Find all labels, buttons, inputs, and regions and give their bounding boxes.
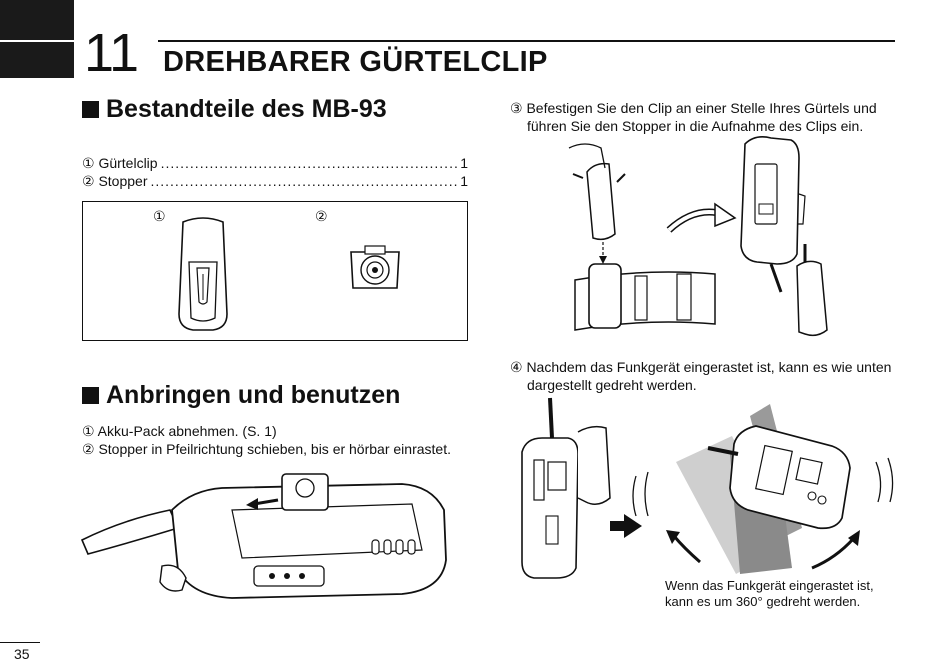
rotation-illustration xyxy=(521,397,894,579)
parts-item-qty: 1 xyxy=(460,173,468,189)
chapter-title: DREHBARER GÜRTELCLIP xyxy=(163,46,548,78)
parts-item-label: ② Stopper xyxy=(82,173,148,189)
stopper-illustration xyxy=(350,245,400,289)
parts-illustration-box: ① ② xyxy=(82,201,468,341)
section-title-usage-text: Anbringen und benutzen xyxy=(106,381,401,409)
parts-item-label: ① Gürtelclip xyxy=(82,155,158,171)
step-4-line-2: dargestellt gedreht werden. xyxy=(527,377,697,393)
leader-dots: ........................................… xyxy=(160,155,458,171)
step-3-line-2: führen Sie den Stopper in die Aufnahme d… xyxy=(527,118,864,134)
parts-item-qty: 1 xyxy=(460,155,468,171)
section-square-icon xyxy=(82,101,99,118)
marker-belt-clip: ① xyxy=(153,208,166,224)
page-number-rule xyxy=(0,642,40,643)
leader-dots: ........................................… xyxy=(150,173,458,189)
usage-step-2: ② Stopper in Pfeilrichtung schieben, bis… xyxy=(82,441,451,457)
parts-item-belt-clip: ① Gürtelclip ...........................… xyxy=(82,154,468,172)
section-title-parts-text: Bestandteile des MB-93 xyxy=(106,95,387,123)
rotation-caption-line-2: kann es um 360° gedreht werden. xyxy=(665,594,861,609)
usage-step-1: ① Akku-Pack abnehmen. (S. 1) xyxy=(82,423,277,439)
belt-clip-illustration xyxy=(178,217,228,331)
section-title-parts: Bestandteile des MB-93 xyxy=(82,95,387,124)
tab-divider xyxy=(0,40,74,42)
radio-back-illustration xyxy=(80,473,447,599)
rotation-caption-line-1: Wenn das Funkgerät eingerastet ist, xyxy=(665,578,874,593)
header-rule xyxy=(158,40,895,42)
marker-stopper: ② xyxy=(315,208,328,224)
step-3-line-1: ③ Befestigen Sie den Clip an einer Stell… xyxy=(510,100,877,116)
page-number: 35 xyxy=(14,646,30,662)
chapter-tab xyxy=(0,0,74,78)
step-4-line-1: ④ Nachdem das Funkgerät eingerastet ist,… xyxy=(510,359,892,375)
chapter-number: 11 xyxy=(84,23,139,83)
belt-attach-illustration xyxy=(568,136,828,337)
section-square-icon xyxy=(82,387,99,404)
parts-item-stopper: ② Stopper ..............................… xyxy=(82,172,468,190)
section-title-usage: Anbringen und benutzen xyxy=(82,381,400,410)
